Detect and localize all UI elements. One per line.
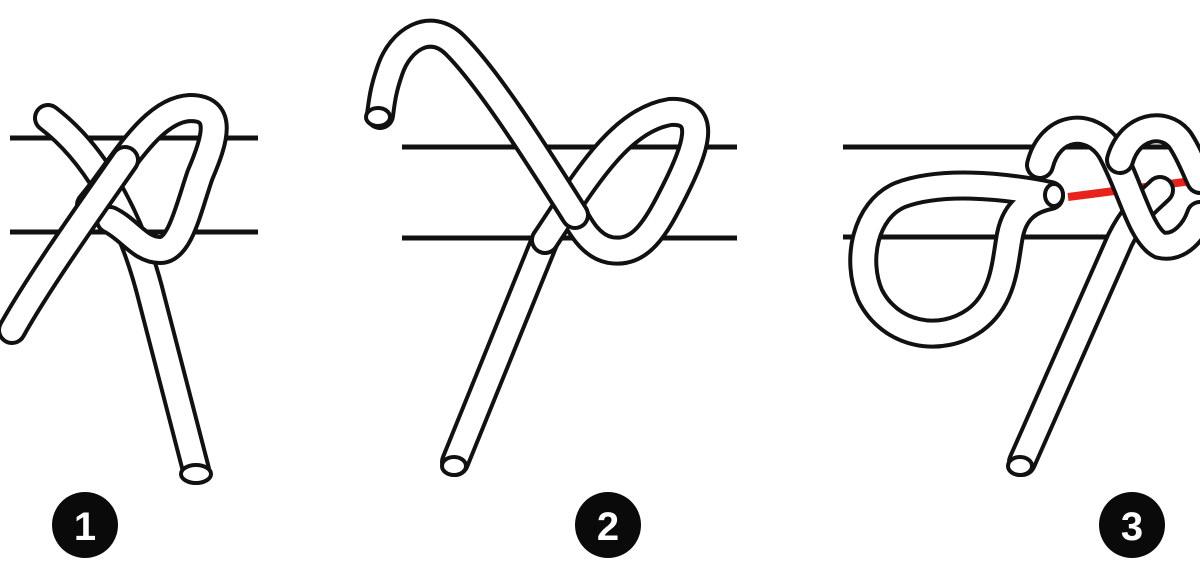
step-2-rope-end-bottom <box>440 455 468 477</box>
step-1-badge: 1 <box>52 492 118 558</box>
step-1-panel: 1 <box>0 92 258 558</box>
step-2-number: 2 <box>597 505 619 549</box>
step-3-badge: 3 <box>1099 492 1165 558</box>
step-3-panel: 3 <box>843 113 1200 558</box>
step-1-working-strand <box>0 145 140 345</box>
step-2-working-strand <box>365 18 590 230</box>
step-2-rope-end-top <box>364 106 392 128</box>
step-1-rope-end <box>179 463 213 485</box>
step-3-rope-end-bottom <box>1006 455 1034 477</box>
step-2-standing-strand <box>440 225 560 477</box>
step-3-wrap-loop-1 <box>1025 115 1200 261</box>
step-3-rope-end-loop <box>1043 182 1065 208</box>
step-3-number: 3 <box>1121 505 1143 549</box>
step-1-wrap-loop <box>75 92 229 266</box>
step-2-badge: 2 <box>575 492 641 558</box>
step-2-wrap-loop <box>530 97 710 266</box>
step-2-panel: 2 <box>364 18 737 558</box>
step-1-number: 1 <box>74 505 96 549</box>
step-3-wrap-loop-2 <box>1105 113 1200 195</box>
step-3-working-loop <box>848 170 1065 349</box>
